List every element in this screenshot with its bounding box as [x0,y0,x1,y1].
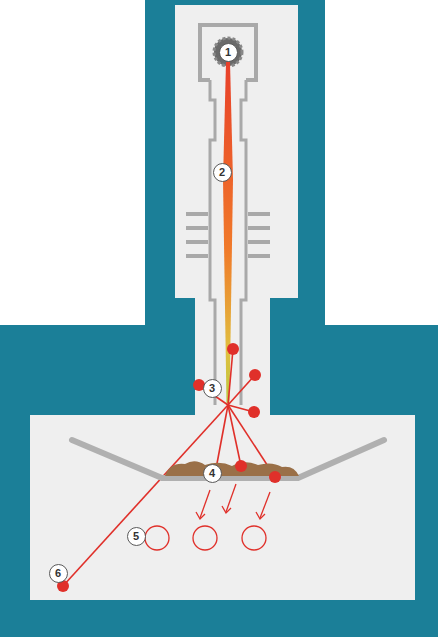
callout-number: 2 [213,163,232,182]
scatter-rays [63,349,275,586]
column-wall [241,80,246,405]
electron-dots [57,343,281,592]
sample-stage [72,440,384,478]
callout-number: 4 [203,464,222,483]
callout-number: 1 [219,43,238,62]
callout-number: 3 [203,379,222,398]
column-wall [210,80,215,405]
emission-arrows [196,484,270,519]
detected-electrons [145,526,266,550]
callout-number: 5 [127,527,146,546]
callout-number: 6 [49,564,68,583]
electron-source [214,38,242,66]
vacuum-chamber [30,5,415,600]
